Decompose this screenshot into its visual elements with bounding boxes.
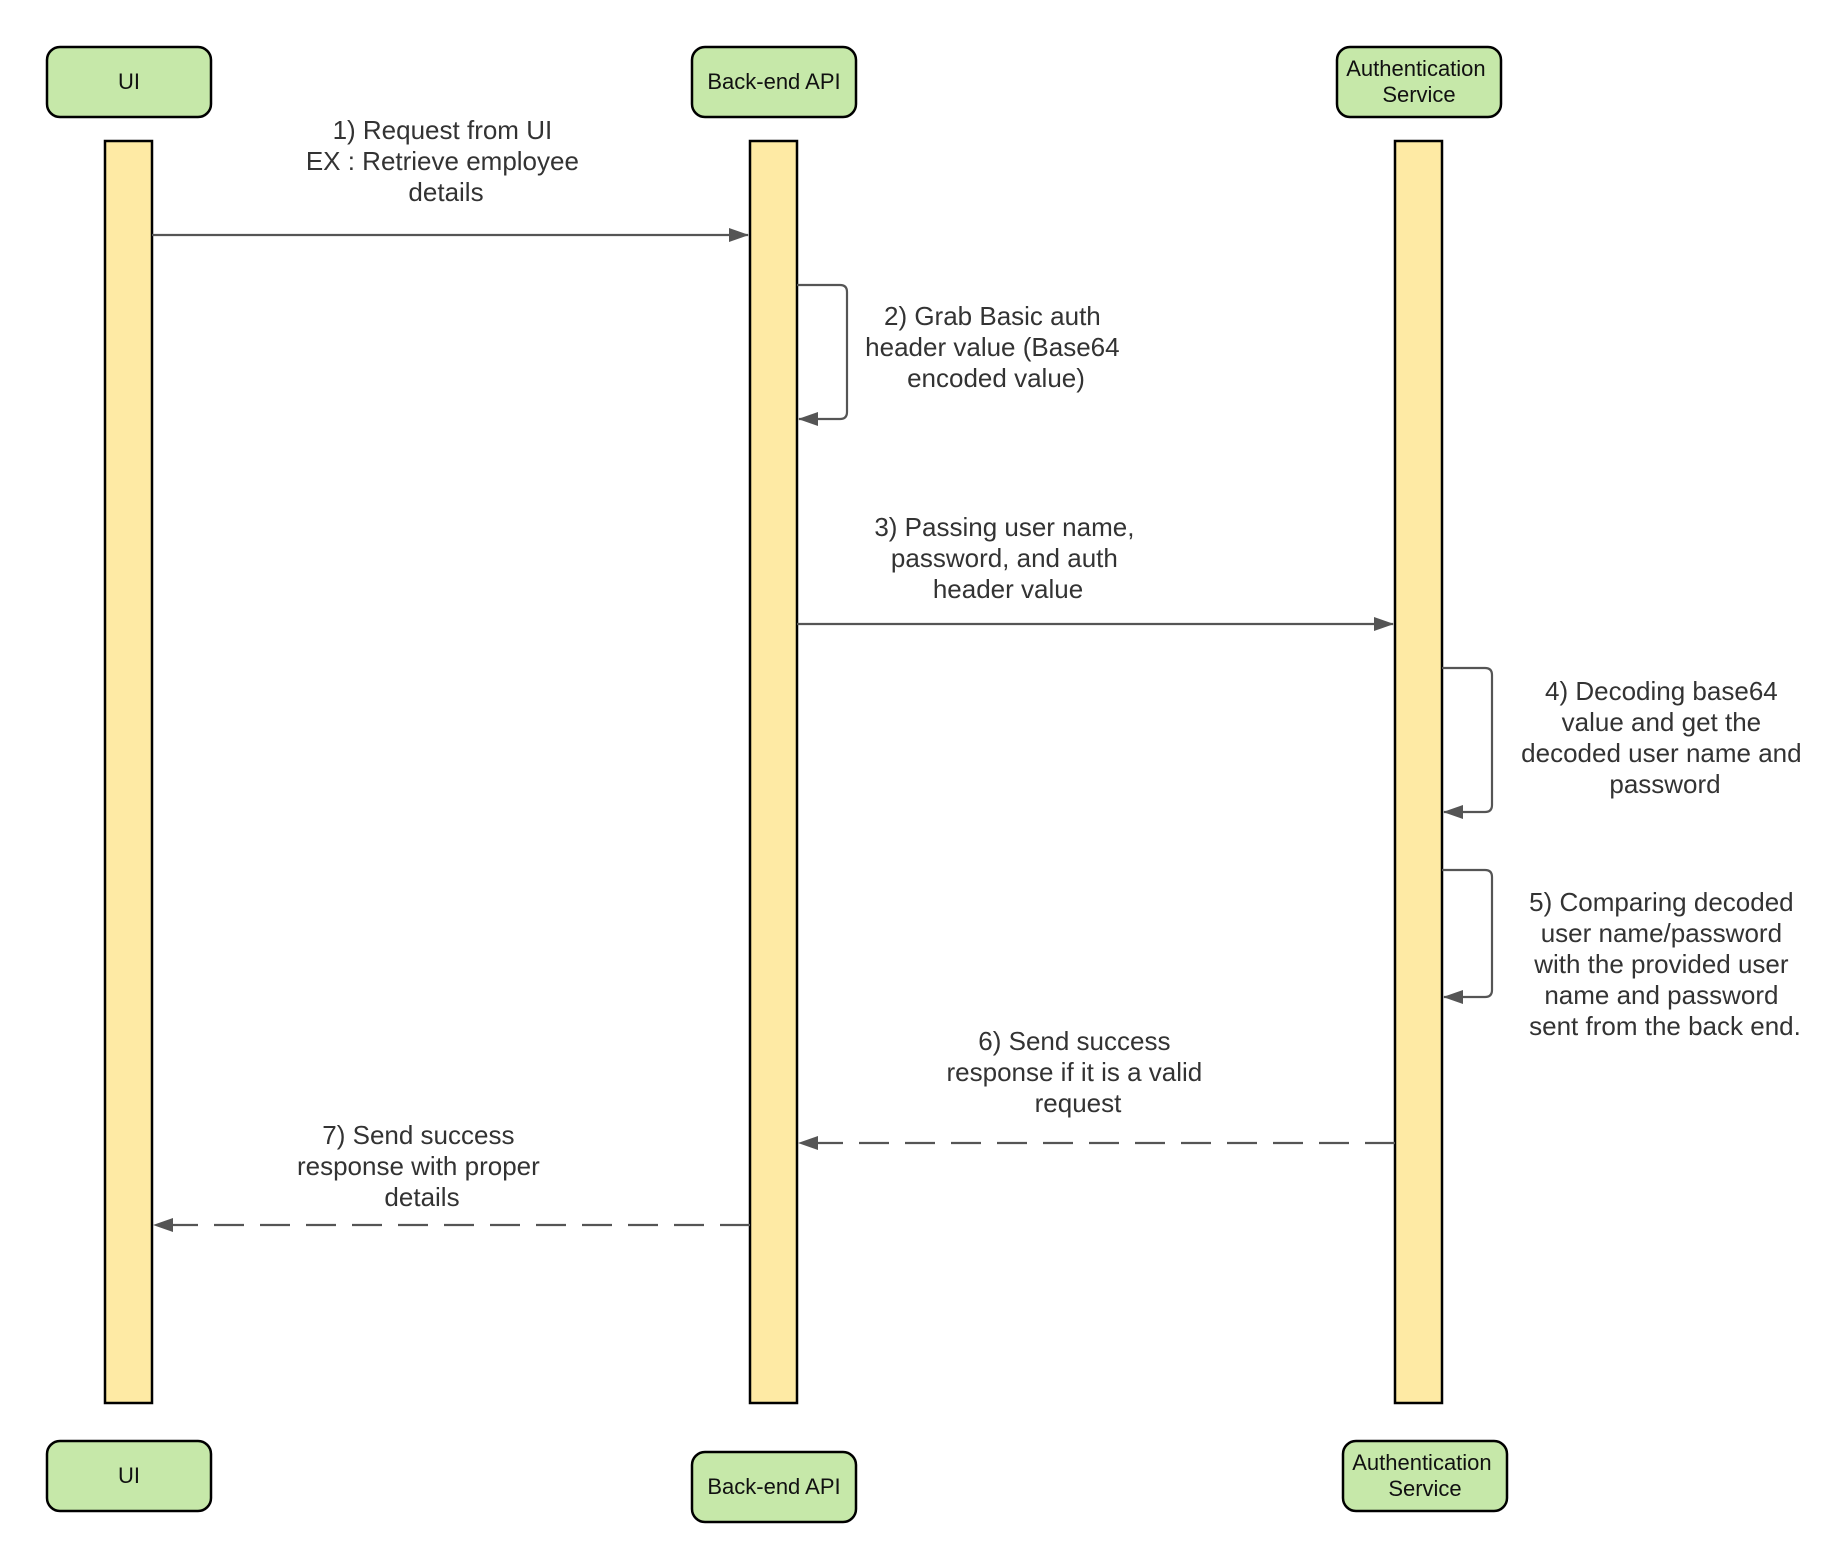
lifeline-auth: [1393, 139, 1444, 1405]
actor-ui-top: UI: [45, 45, 213, 119]
actor-auth-bottom-label: Authentication Service: [1352, 1450, 1498, 1501]
bottom-actors: UI Back-end API Authentication Service: [45, 1439, 1509, 1524]
message-5-label: 5) Comparing decoded user name/password …: [1529, 887, 1801, 1041]
actor-backend-top-label: Back-end API: [707, 69, 840, 94]
message-3-label: 3) Passing user name, password, and auth…: [874, 512, 1141, 604]
message-4-label: 4) Decoding base64 value and get the dec…: [1521, 676, 1809, 799]
actor-auth-top: Authentication Service: [1335, 45, 1503, 119]
actor-ui-top-label: UI: [118, 69, 140, 94]
actor-ui-bottom: UI: [45, 1439, 213, 1513]
message-4-arrow: [1442, 666, 1494, 819]
actor-backend-bottom: Back-end API: [690, 1450, 858, 1524]
messages: [152, 228, 1494, 1232]
actor-ui-bottom-label: UI: [118, 1463, 140, 1488]
message-5-arrow: [1442, 868, 1494, 1004]
actor-backend-top: Back-end API: [690, 45, 858, 119]
message-labels: 1) Request from UI EX : Retrieve employe…: [297, 115, 1809, 1212]
lifeline-backend: [748, 139, 799, 1405]
message-2-arrow: [797, 283, 849, 426]
message-1-label: 1) Request from UI EX : Retrieve employe…: [306, 115, 586, 207]
message-2-label: 2) Grab Basic auth header value (Base64 …: [865, 301, 1127, 393]
actor-backend-bottom-label: Back-end API: [707, 1474, 840, 1499]
lifelines: [103, 139, 1444, 1405]
top-actors: UI Back-end API Authentication Service: [45, 45, 1503, 119]
message-7-label: 7) Send success response with proper det…: [297, 1120, 547, 1212]
actor-auth-bottom: Authentication Service: [1341, 1439, 1509, 1513]
message-6-label: 6) Send success response if it is a vali…: [946, 1026, 1209, 1118]
lifeline-ui: [103, 139, 154, 1405]
actor-auth-top-label: Authentication Service: [1346, 56, 1492, 107]
